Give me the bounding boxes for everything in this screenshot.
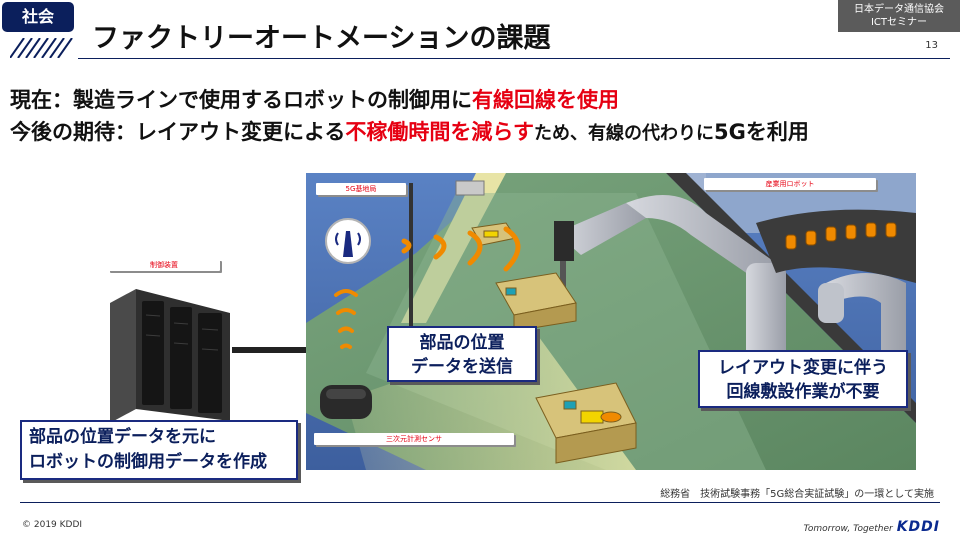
signal-waves-vertical — [334, 289, 358, 349]
antenna-icon — [325, 218, 371, 264]
callout-no-cabling: レイアウト変更に伴う 回線敷設作業が不要 — [698, 350, 908, 408]
factory-illustration: 5G基地局 産業用ロボット 三次元計測センサ — [306, 173, 916, 470]
callout-send-position-line2: データを送信 — [411, 357, 513, 377]
copyright: © 2019 KDDI — [22, 520, 83, 530]
expectation-connector: ため、 — [533, 123, 588, 144]
callout-send-position: 部品の位置 データを送信 — [387, 326, 537, 382]
expectation-5g: 5Gを利用 — [713, 120, 809, 144]
organizer-name: 日本データ通信協会 — [854, 4, 944, 15]
current-highlight: 有線回線を使用 — [472, 88, 619, 112]
expectation-highlight: 不稼働時間を減らす — [345, 120, 534, 144]
callout-control-data: 部品の位置データを元に ロボットの制御用データを作成 — [20, 420, 298, 480]
current-text: 現在：製造ラインで使用するロボットの制御用に — [10, 88, 472, 112]
factory-scene-graphic — [306, 173, 916, 470]
server-rack-icon — [110, 289, 230, 423]
label-3d-sensor: 三次元計測センサ — [314, 433, 514, 445]
callout-no-cabling-line1: レイアウト変更に伴う — [718, 358, 888, 378]
section-tag: 社会 — [2, 2, 74, 32]
hatch-decoration — [10, 38, 73, 58]
current-statement: 現在：製造ラインで使用するロボットの制御用に有線回線を使用 — [10, 84, 619, 114]
source-note: 総務省 技術試験事務「5G総合実証試験」の一環として実施 — [660, 489, 934, 500]
kddi-logo: KDDI — [896, 519, 940, 535]
sensor-device — [320, 385, 372, 419]
footer-rule — [20, 502, 940, 503]
callout-send-position-line1: 部品の位置 — [419, 333, 505, 353]
page-title: ファクトリーオートメーションの課題 — [92, 23, 551, 54]
brand-tagline: Tomorrow, Together — [803, 524, 893, 534]
callout-no-cabling-line2: 回線敷設作業が不要 — [726, 382, 880, 402]
wired-link — [232, 347, 306, 353]
expectation-text: 今後の期待：レイアウト変更による — [10, 120, 346, 144]
label-5g-station: 5G基地局 — [316, 183, 406, 195]
expectation-statement: 今後の期待：レイアウト変更による不稼働時間を減らすため、有線の代わりに5Gを利用 — [10, 116, 809, 146]
signal-waves-horizontal — [401, 226, 521, 272]
label-industrial-robot: 産業用ロボット — [704, 178, 876, 190]
page-number: 13 — [925, 40, 938, 51]
callout-control-data-line2: ロボットの制御用データを作成 — [29, 452, 267, 472]
seminar-name: ICTセミナー — [870, 17, 928, 28]
callout-control-data-line1: 部品の位置データを元に — [29, 427, 216, 447]
organizer-badge: 日本データ通信協会 ICTセミナー — [838, 0, 960, 32]
expectation-text-2: 有線の代わりに — [587, 123, 714, 144]
label-controller: 制御装置 — [108, 259, 220, 271]
title-underline — [78, 58, 950, 59]
